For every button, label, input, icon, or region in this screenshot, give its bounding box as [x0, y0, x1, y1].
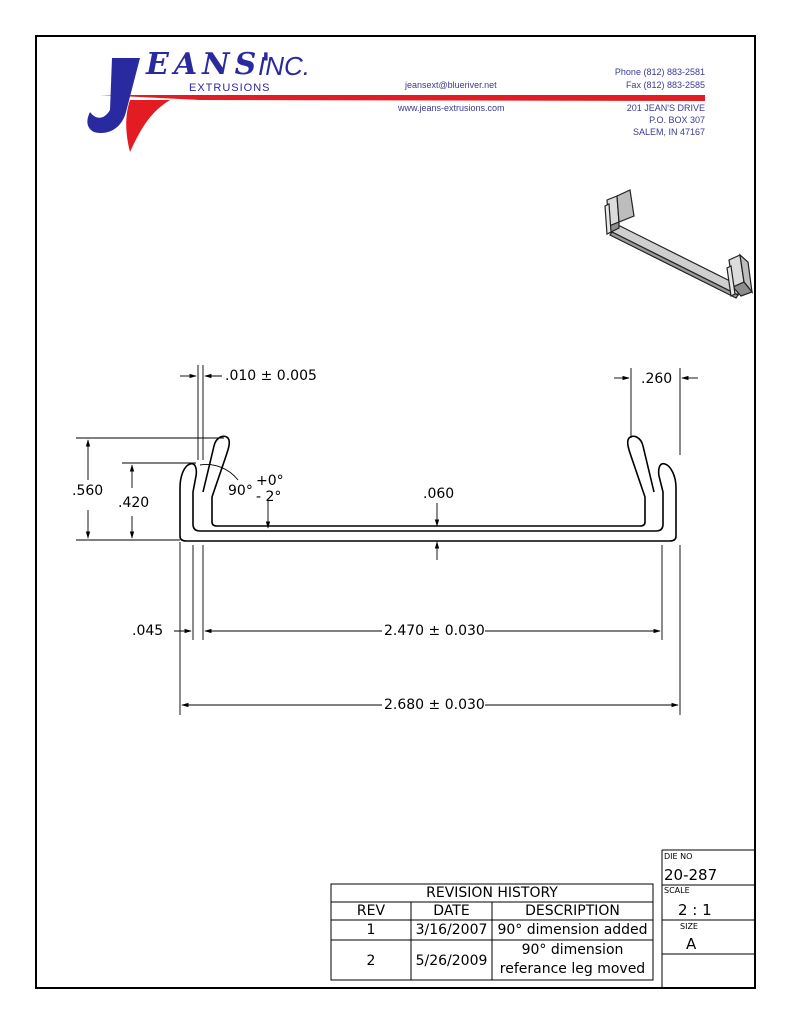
- dim-angle-tol-minus: - 2°: [256, 489, 282, 505]
- revision-row-2-date: 5/26/2009: [415, 953, 488, 969]
- company-address-line3: SALEM, IN 47167: [632, 127, 705, 137]
- die-no-value: 20-287: [664, 866, 718, 884]
- company-logo: [87, 58, 705, 152]
- dim-edge: .045: [132, 623, 164, 639]
- dim-angle: 90°: [228, 483, 253, 499]
- revision-title: REVISION HISTORY: [426, 885, 558, 901]
- revision-header-description: DESCRIPTION: [525, 903, 620, 919]
- part-profile: [179, 435, 677, 542]
- sheet-border: [35, 35, 756, 989]
- company-website: www.jeans-extrusions.com: [398, 103, 505, 113]
- revision-row-1-description: 90° dimension added: [497, 922, 648, 938]
- dim-inner-width: 2.470 ± 0.030: [384, 623, 485, 639]
- dim-height-outer: .560: [72, 483, 104, 499]
- title-block-lines: [330, 849, 755, 988]
- company-phone: Phone (812) 883-2581: [614, 67, 705, 77]
- revision-row-1-date: 3/16/2007: [415, 922, 488, 938]
- company-address-line1: 201 JEAN'S DRIVE: [626, 103, 705, 113]
- revision-header-date: DATE: [433, 903, 470, 919]
- dim-angle-tol-plus: +0°: [256, 473, 284, 489]
- dim-leg-thickness: .010 ± 0.005: [225, 368, 317, 384]
- revision-row-2-rev: 2: [366, 953, 376, 969]
- die-no-label: DIE NO: [664, 852, 693, 861]
- dimension-lines: [76, 365, 698, 715]
- scale-label: SCALE: [664, 886, 690, 895]
- dim-height-inner: .420: [118, 495, 150, 511]
- revision-row-2-description-line2: referance leg moved: [499, 961, 646, 977]
- company-address-line2: P.O. BOX 307: [649, 115, 705, 125]
- company-email: jeansext@blueriver.net: [405, 80, 497, 90]
- dim-wall: .060: [423, 486, 455, 502]
- dim-outer-width: 2.680 ± 0.030: [384, 697, 485, 713]
- size-value: A: [686, 935, 697, 953]
- logo-inc: INC.: [258, 51, 310, 81]
- scale-value: 2 : 1: [678, 901, 712, 919]
- company-fax: Fax (812) 883-2585: [625, 80, 705, 90]
- size-label: SIZE: [680, 922, 698, 931]
- part-isometric-view: [604, 189, 753, 299]
- dim-leg-offset: .260: [641, 371, 673, 387]
- revision-row-1-rev: 1: [366, 922, 376, 938]
- revision-row-2-description-line1: 90° dimension: [521, 942, 624, 958]
- logo-subtitle: EXTRUSIONS: [189, 82, 271, 94]
- logo-name: EANS': [146, 47, 276, 82]
- revision-header-rev: REV: [356, 903, 386, 919]
